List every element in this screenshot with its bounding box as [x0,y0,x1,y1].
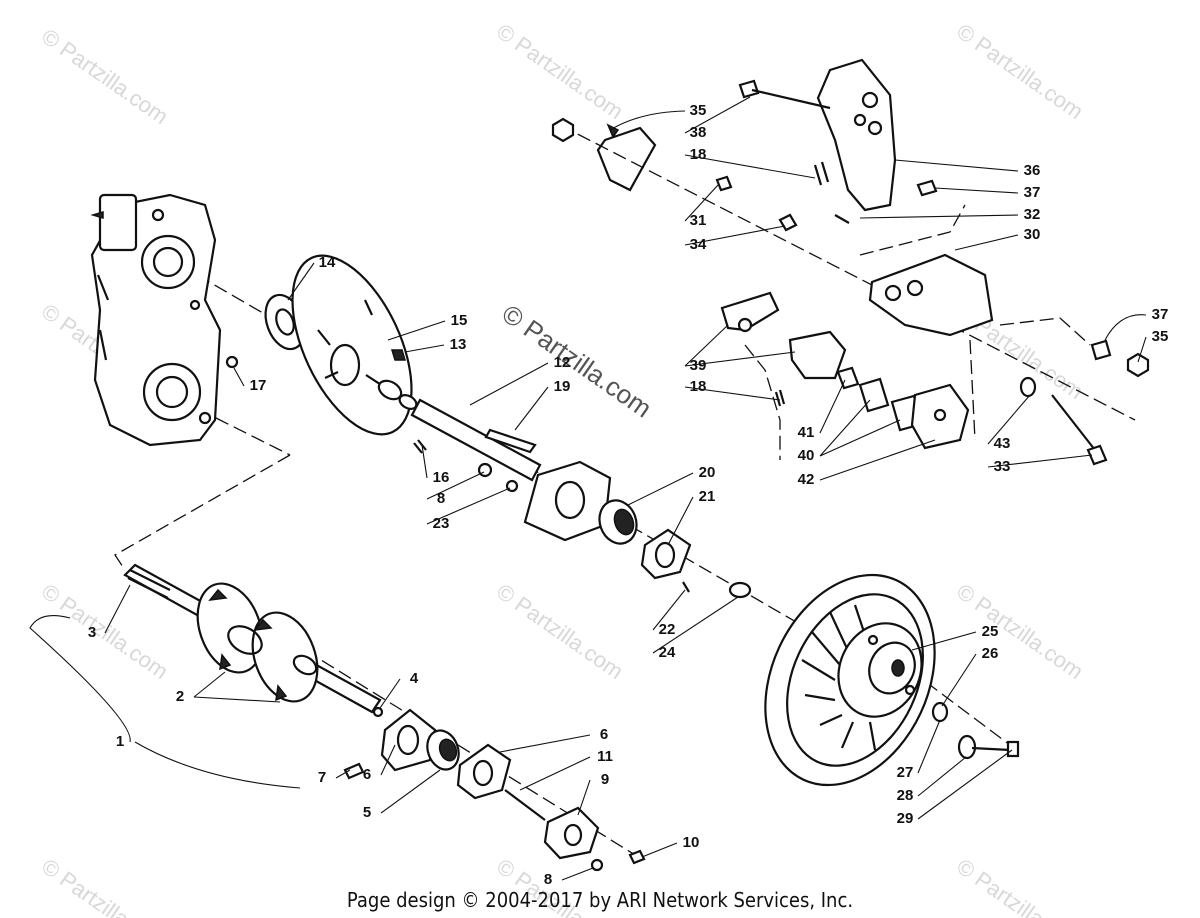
page-footer-credit: Page design © 2004-2017 by ARI Network S… [346,888,854,912]
callout-11: 11 [597,748,613,765]
brake-bracket-group [551,58,1150,466]
watermark: © Partzilla.com [952,19,1088,125]
callout-18a: 18 [690,146,707,163]
callout-5: 5 [363,804,371,821]
callout-33: 33 [994,458,1011,475]
callout-2: 2 [176,688,184,705]
callout-15: 15 [451,312,468,329]
callout-23: 23 [433,515,450,532]
watermark-center: © Partzilla.com [497,298,658,423]
callout-1: 1 [116,733,124,750]
callout-6b: 6 [600,726,608,743]
callout-41: 41 [798,424,815,441]
callout-9: 9 [601,771,609,788]
callout-22: 22 [659,621,676,638]
callout-19: 19 [554,378,571,395]
driven-clutch [764,573,936,787]
leader-lines [29,96,1147,881]
callout-35b: 35 [1152,328,1169,345]
bearing-flange-plate [523,460,752,599]
callout-8a: 8 [437,490,445,507]
callout-13: 13 [450,336,467,353]
callout-4: 4 [410,670,419,687]
lower-bearing-set [343,706,646,872]
callout-38: 38 [690,124,707,141]
callout-12: 12 [554,354,571,371]
callout-34: 34 [690,236,707,253]
callout-25: 25 [982,623,999,640]
callout-18b: 18 [690,378,707,395]
watermark: © Partzilla.com [492,19,628,125]
callout-16: 16 [433,469,450,486]
callout-42: 42 [798,471,815,488]
brake-disc-assembly [225,254,427,454]
callout-labels: 1234566788910111213141516171818192021222… [88,102,1169,888]
callout-6a: 6 [363,766,371,783]
callout-20: 20 [699,464,716,481]
clutch-washers-bolt [931,701,1020,760]
callout-32: 32 [1024,206,1041,223]
watermark: © Partzilla.com [952,579,1088,685]
callout-28: 28 [897,787,914,804]
callout-27: 27 [897,764,914,781]
callout-29: 29 [897,810,914,827]
callout-30: 30 [1024,226,1041,243]
callout-24: 24 [659,644,676,661]
callout-31: 31 [690,212,707,229]
callout-35a: 35 [690,102,707,119]
chaincase-housing [90,193,222,447]
callout-37a: 37 [1024,184,1041,201]
callout-17: 17 [250,377,267,394]
watermark: © Partzilla.com [37,579,173,685]
callout-26: 26 [982,645,999,662]
callout-40: 40 [798,447,815,464]
drive-shaft-sprockets [123,563,382,714]
callout-21: 21 [699,488,716,505]
callout-43: 43 [994,435,1011,452]
jackshaft [410,398,542,493]
callout-3: 3 [88,624,96,641]
callout-10: 10 [683,834,700,851]
callout-8b: 8 [544,871,552,888]
callout-39: 39 [690,357,707,374]
watermark: © Partzilla.com [492,579,628,685]
watermark: © Partzilla.com [37,24,173,130]
callout-36: 36 [1024,162,1041,179]
callout-37b: 37 [1152,306,1169,323]
callout-7: 7 [318,769,326,786]
callout-14: 14 [319,254,336,271]
